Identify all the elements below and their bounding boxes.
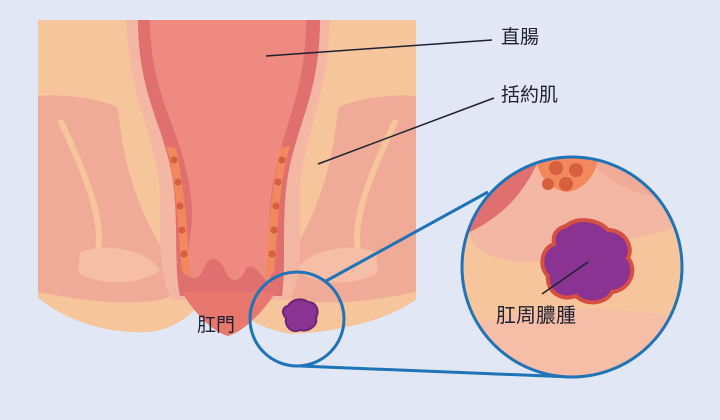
fat-cell <box>270 226 278 234</box>
connector-top <box>325 190 489 283</box>
rectum-lumen <box>150 20 306 286</box>
zoom-ring <box>460 155 684 379</box>
fat-cell <box>569 163 583 177</box>
fat-cell <box>559 177 573 191</box>
leader-rectum <box>265 39 493 57</box>
rectum-label: 直腸 <box>501 26 540 48</box>
right-tissue-line <box>354 118 399 251</box>
left-gluteal <box>78 247 160 283</box>
fat-cell <box>278 156 286 164</box>
fat-cell <box>178 226 186 234</box>
fat-cell <box>272 202 280 210</box>
pelvic-cross-section <box>38 20 416 336</box>
fat-cell <box>268 250 276 258</box>
zoom-skin-bulge <box>462 308 682 377</box>
right-gluteal <box>296 247 378 283</box>
right-fat-pocket <box>266 146 290 278</box>
fat-cell <box>274 178 282 186</box>
fat-cell <box>176 202 184 210</box>
fat-cell <box>180 250 188 258</box>
left-fat-pocket <box>166 146 190 278</box>
zoom-detail <box>460 155 684 379</box>
connector-bottom <box>299 364 573 379</box>
left-tissue-line <box>57 118 102 251</box>
magnifier-source-circle <box>248 270 346 368</box>
fat-cell <box>549 161 563 175</box>
leader-abscess <box>541 261 589 295</box>
fat-cell <box>174 178 182 186</box>
abscess-label: 肛周膿腫 <box>496 303 576 327</box>
leader-sphincter <box>317 97 495 165</box>
fat-cell <box>542 178 554 190</box>
sphincter-label: 括約肌 <box>501 84 559 106</box>
abscess-small <box>281 298 319 332</box>
abscess-large <box>540 218 635 305</box>
fat-cell <box>170 156 178 164</box>
anus-label: 肛門 <box>197 314 236 336</box>
